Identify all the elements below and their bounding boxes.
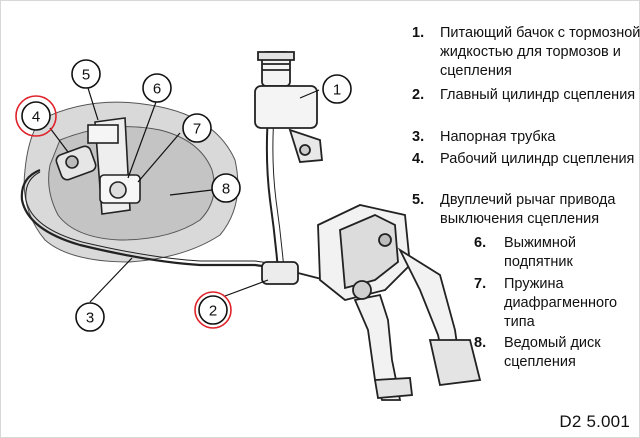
legend-item-6: 6. Выжимной подпятник (474, 234, 640, 272)
callout-6-label: 6 (153, 81, 161, 98)
legend-item-2-number: 2. (412, 87, 425, 103)
legend-item-8-number: 8. (474, 335, 487, 351)
callout-2-label: 2 (209, 303, 217, 320)
legend-item-4: 4. Рабочий цилиндр сцепления (412, 150, 640, 169)
callout-1-label: 1 (333, 82, 341, 99)
callout-7: 7 (182, 113, 212, 143)
legend-item-7: 7. Пружина диафрагменного типа (474, 275, 640, 332)
legend-item-2-text: Главный цилиндр сцепления (440, 87, 636, 103)
callout-4-label: 4 (32, 109, 40, 126)
leader-lines (49, 87, 320, 303)
legend-item-8-text: Ведомый диск сцепления (504, 335, 601, 370)
callout-8: 8 (211, 173, 241, 203)
reservoir-hose (265, 114, 279, 271)
legend-item-4-text: Рабочий цилиндр сцепления (440, 151, 635, 167)
figure-code: D2 5.001 (559, 412, 630, 431)
callout-5: 5 (71, 59, 101, 89)
reservoir-hose-inner (272, 114, 285, 271)
legend-item-1: 1. Питающий бачок с тормозной жидкостью … (412, 24, 640, 81)
legend-item-7-text: Пружина диафрагменного типа (504, 276, 618, 330)
callout-8-label: 8 (222, 181, 230, 198)
legend-item-4-number: 4. (412, 151, 425, 167)
release-lever (87, 117, 141, 215)
callout-3-label: 3 (86, 310, 94, 327)
legend-item-6-number: 6. (474, 235, 487, 251)
fluid-reservoir (254, 51, 323, 163)
legend-item-5: 5. Двуплечий рычаг привода выключения сц… (412, 191, 640, 229)
legend-item-5-text: Двуплечий рычаг привода выключения сцепл… (440, 192, 616, 227)
legend-item-3-number: 3. (412, 129, 425, 145)
legend-item-3-text: Напорная трубка (440, 129, 556, 145)
legend-item-3: 3. Напорная трубка (412, 128, 640, 147)
callout-5-label: 5 (82, 67, 90, 84)
legend-item-1-number: 1. (412, 25, 425, 41)
pressure-pipe-inner (25, 171, 291, 267)
callout-7-label: 7 (193, 121, 201, 138)
legend-item-6-text: Выжимной подпятник (504, 235, 577, 270)
legend-item-2: 2. Главный цилиндр сцепления (412, 86, 640, 105)
slave-cylinder (55, 145, 97, 181)
legend-item-7-number: 7. (474, 276, 487, 292)
callout-1: 1 (322, 74, 352, 104)
legend-item-8: 8. Ведомый диск сцепления (474, 334, 640, 372)
callout-4: 4 (15, 95, 57, 137)
callout-6: 6 (142, 73, 172, 103)
callout-3: 3 (75, 302, 105, 332)
callout-2: 2 (194, 291, 232, 329)
pedal-assembly (317, 204, 482, 401)
legend-item-1-text: Питающий бачок с тормозной жидкостью для… (440, 25, 640, 79)
legend-item-5-number: 5. (412, 192, 425, 208)
pressure-pipe (20, 168, 291, 272)
